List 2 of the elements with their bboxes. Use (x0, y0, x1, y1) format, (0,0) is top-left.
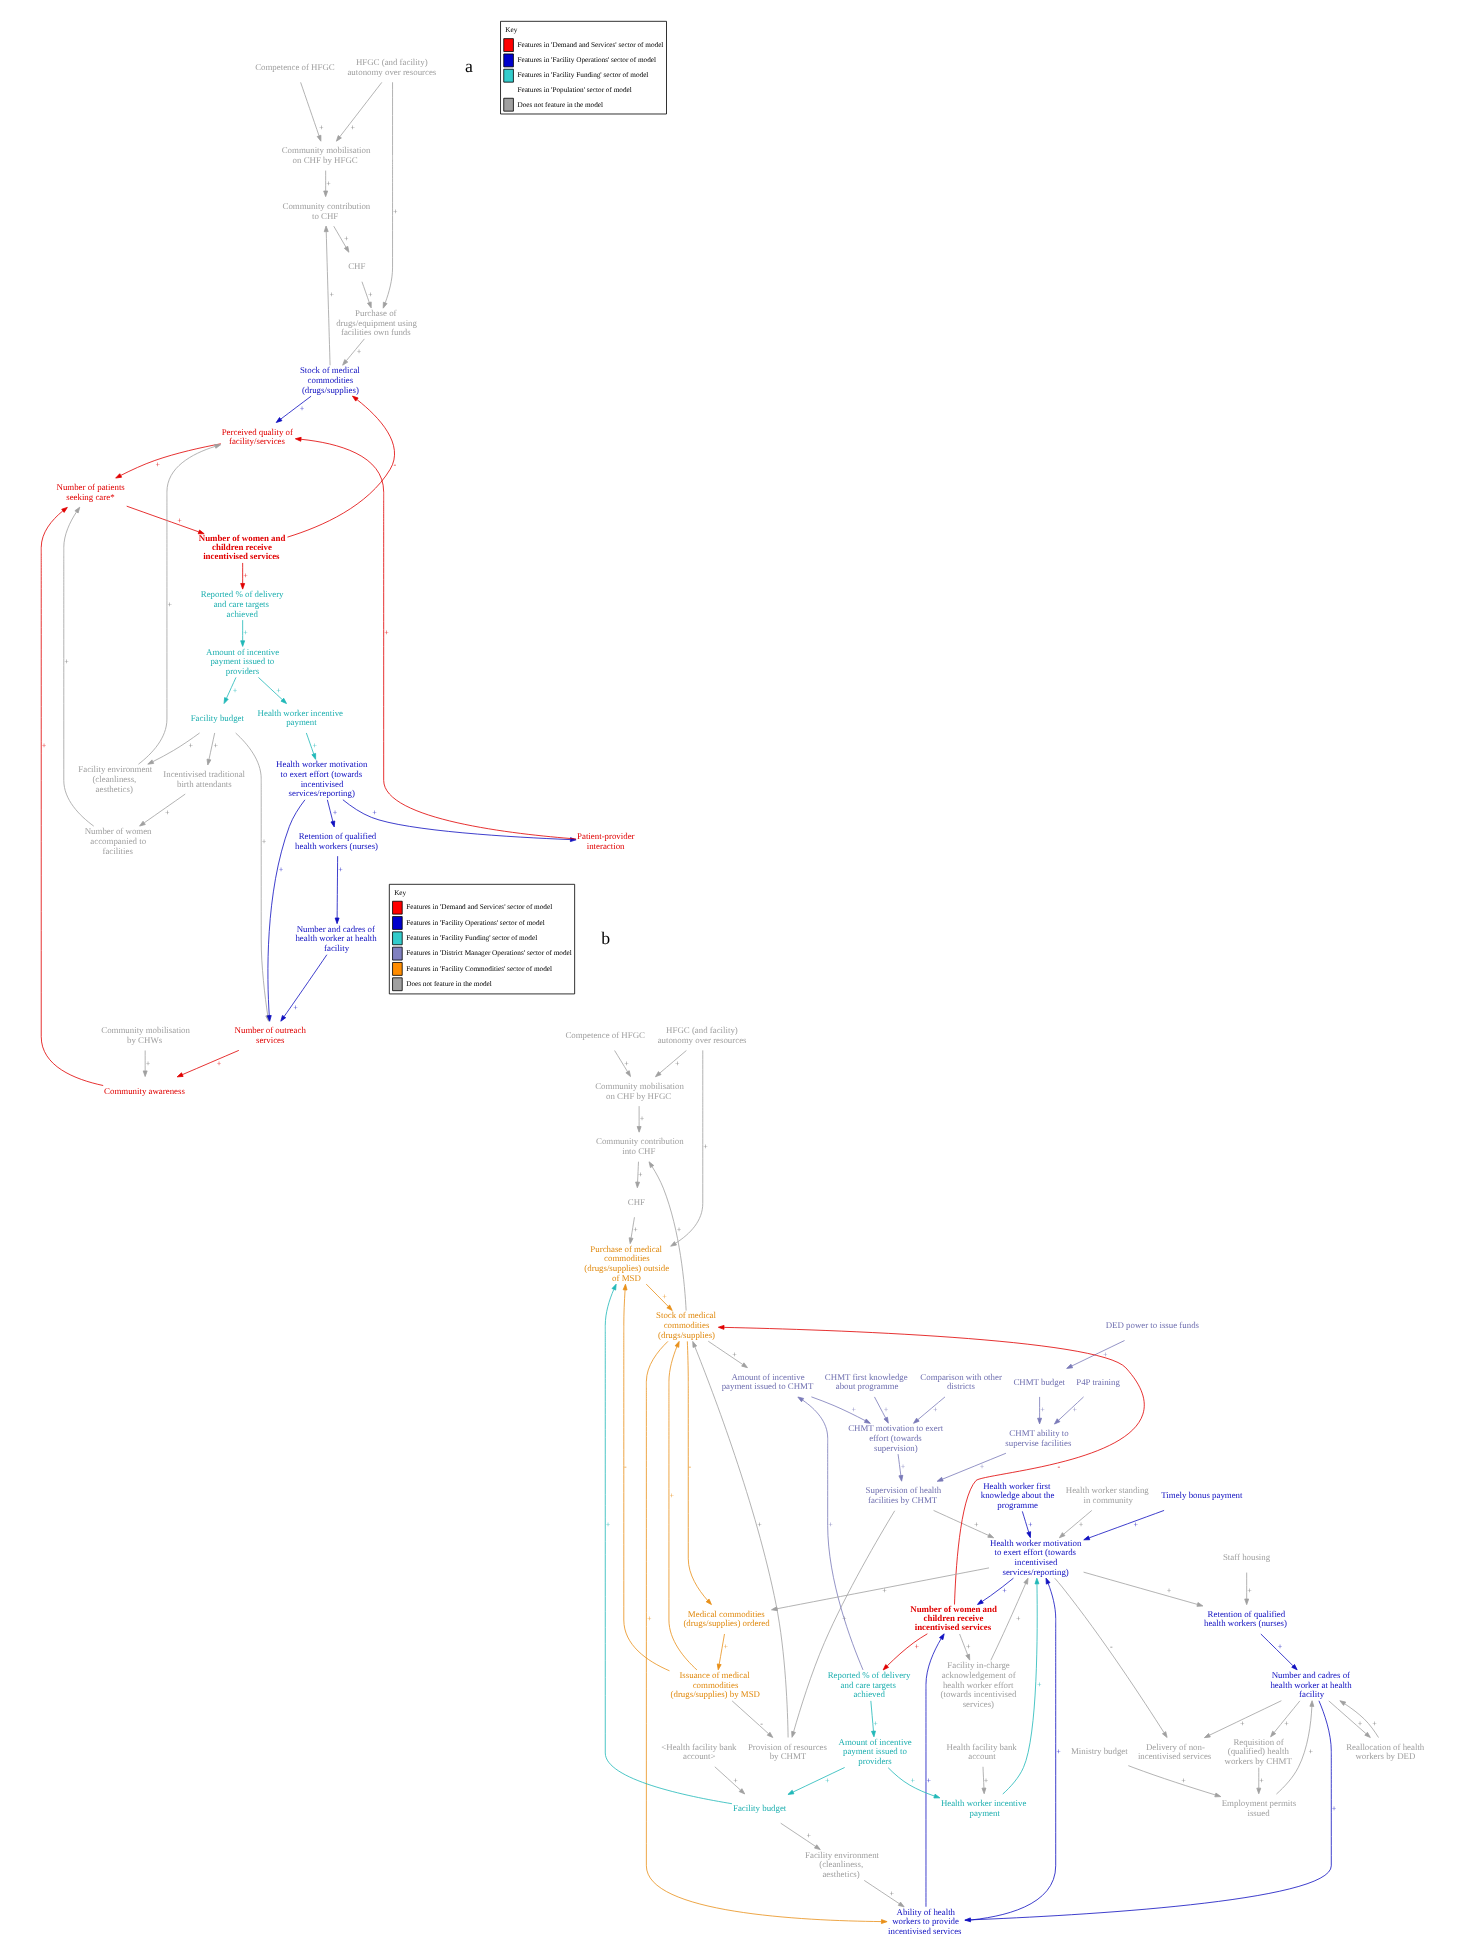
label: b (601, 927, 611, 948)
label: a (465, 56, 473, 77)
